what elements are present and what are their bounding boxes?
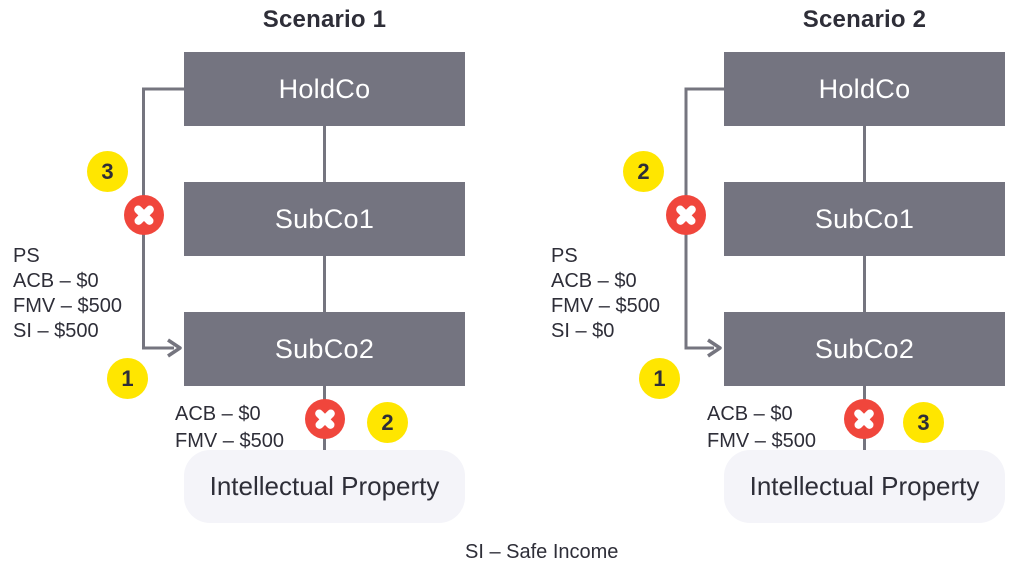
scenario2-ip-note: ACB – $0 FMV – $500 [707, 401, 816, 455]
scenario1-ip-note: ACB – $0 FMV – $500 [175, 401, 284, 455]
scenario2-step-badge-ip: 3 [903, 402, 944, 443]
scenario2-step-badge-upper: 2 [623, 151, 664, 192]
scenario1-share-note-line: SI – $500 [13, 320, 99, 342]
scenario2-share-note: PS ACB – $0 FMV – $500 SI – $0 [551, 244, 660, 344]
scenario2-ip-note-line: FMV – $500 [707, 430, 816, 452]
scenario2-arrowhead-icon [707, 338, 722, 358]
scenario1-blocked-cross-icon-upper [124, 195, 164, 235]
scenario1-share-note-line: PS [13, 245, 40, 267]
scenario1-holdco-box: HoldCo [184, 52, 465, 126]
scenario1-subco1-box: SubCo1 [184, 182, 465, 256]
scenario1-ip-note-line: FMV – $500 [175, 430, 284, 452]
scenario1-blocked-cross-icon-ip [305, 399, 345, 439]
scenario1-title: Scenario 1 [262, 6, 387, 33]
scenario1-subco2-box: SubCo2 [184, 312, 465, 386]
scenario2-step-badge-arrow: 1 [639, 358, 680, 399]
scenario2-blocked-cross-icon-ip [844, 399, 884, 439]
safe-income-legend: SI – Safe Income [465, 541, 619, 563]
scenario1-share-note-line: FMV – $500 [13, 295, 122, 317]
scenario2-share-note-line: FMV – $500 [551, 295, 660, 317]
scenario1-share-note-line: ACB – $0 [13, 270, 99, 292]
scenario2-subco1-box: SubCo1 [724, 182, 1005, 256]
scenario2-title: Scenario 2 [802, 6, 927, 33]
scenario1-share-note: PS ACB – $0 FMV – $500 SI – $500 [13, 244, 122, 344]
scenario2-share-note-line: SI – $0 [551, 320, 615, 342]
scenario2-intellectual-property-box: Intellectual Property [724, 450, 1005, 523]
scenario2-subco2-box: SubCo2 [724, 312, 1005, 386]
scenario2-ip-note-line: ACB – $0 [707, 403, 793, 425]
scenario1-ip-note-line: ACB – $0 [175, 403, 261, 425]
scenario1-step-badge-ip: 2 [367, 402, 408, 443]
scenario2-share-note-line: PS [551, 245, 578, 267]
scenario1-arrowhead-icon [167, 338, 182, 358]
scenario2-blocked-cross-icon-upper [666, 195, 706, 235]
scenario2-share-note-line: ACB – $0 [551, 270, 637, 292]
scenario2-holdco-box: HoldCo [724, 52, 1005, 126]
scenario1-intellectual-property-box: Intellectual Property [184, 450, 465, 523]
scenario1-step-badge-arrow: 1 [107, 358, 148, 399]
scenario1-step-badge-upper: 3 [87, 151, 128, 192]
